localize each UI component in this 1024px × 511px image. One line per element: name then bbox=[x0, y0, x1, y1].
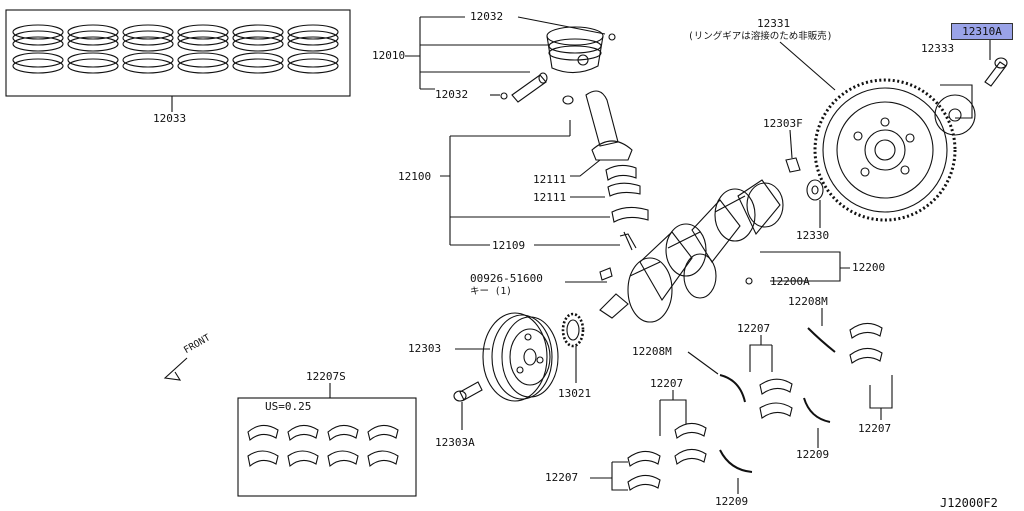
woodruff-key bbox=[599, 267, 613, 281]
leader-12303f bbox=[789, 129, 793, 159]
leader-12207-b bbox=[749, 335, 773, 372]
main-bearings bbox=[627, 322, 883, 491]
reinforcement-plate bbox=[934, 94, 976, 136]
label-us-note: US=0.25 bbox=[265, 400, 312, 413]
label-12333: 12333 bbox=[921, 42, 955, 55]
label-12310a-highlighted[interactable]: 12310A bbox=[951, 23, 1013, 40]
plug-12200a bbox=[745, 277, 753, 285]
label-12207-b: 12207 bbox=[737, 322, 771, 335]
label-13021: 13021 bbox=[558, 387, 592, 400]
leader-12200 bbox=[760, 251, 850, 282]
leader-12207-a bbox=[590, 461, 628, 491]
label-12209-b: 12209 bbox=[796, 448, 830, 461]
crankshaft bbox=[599, 179, 784, 323]
pilot-bushing bbox=[806, 179, 824, 201]
label-12303a: 12303A bbox=[435, 436, 475, 449]
label-12207-c: 12207 bbox=[650, 377, 684, 390]
piston-pin bbox=[500, 72, 548, 103]
crank-pulley bbox=[482, 312, 559, 402]
leader-12100 bbox=[440, 120, 620, 246]
dowel-pin bbox=[785, 157, 801, 173]
connecting-rod bbox=[562, 90, 649, 251]
label-12207-a: 12207 bbox=[545, 471, 579, 484]
leader-12032-top bbox=[517, 16, 606, 35]
crank-pulley-bolt bbox=[453, 381, 483, 402]
label-12208m-right: 12208M bbox=[788, 295, 828, 308]
front-arrow bbox=[163, 357, 188, 381]
flywheel bbox=[813, 78, 957, 222]
label-12330: 12330 bbox=[796, 229, 830, 242]
label-12109: 12109 bbox=[492, 239, 526, 252]
leader-12010 bbox=[405, 16, 550, 90]
flywheel-bolt bbox=[984, 57, 1008, 87]
piston bbox=[546, 26, 616, 74]
label-12208m-left: 12208M bbox=[632, 345, 672, 358]
label-12111-b: 12111 bbox=[533, 191, 567, 204]
label-12207s: 12207S bbox=[306, 370, 346, 383]
bearing-set-box bbox=[237, 397, 417, 497]
label-key-note: キー (1) bbox=[470, 286, 512, 297]
label-12033: 12033 bbox=[153, 112, 187, 125]
label-12010: 12010 bbox=[372, 49, 406, 62]
diagram-id: J12000F2 bbox=[940, 496, 998, 510]
leader-12331 bbox=[779, 41, 836, 91]
bearing-set bbox=[247, 424, 399, 468]
leader-12207-c bbox=[659, 390, 687, 436]
label-12111-a: 12111 bbox=[533, 173, 567, 186]
label-12200: 12200 bbox=[852, 261, 886, 274]
crank-sprocket bbox=[561, 312, 585, 348]
label-12209-a: 12209 bbox=[715, 495, 749, 508]
label-12303f: 12303F bbox=[763, 117, 803, 130]
label-12032-top: 12032 bbox=[470, 10, 504, 23]
label-12100: 12100 bbox=[398, 170, 432, 183]
label-12207-d: 12207 bbox=[858, 422, 892, 435]
label-00926-51600: 00926-51600 bbox=[470, 272, 543, 285]
leader-12207-d bbox=[869, 375, 893, 420]
piston-rings bbox=[12, 24, 339, 74]
label-12303: 12303 bbox=[408, 342, 442, 355]
leader-12333 bbox=[940, 84, 973, 119]
piston-ring-set-box bbox=[5, 9, 351, 97]
leader-12208m-left bbox=[687, 351, 719, 375]
label-12331: 12331 bbox=[757, 17, 791, 30]
label-12331-note: (リングギアは溶接のため非販売) bbox=[688, 31, 833, 42]
label-12032-bottom: 12032 bbox=[435, 88, 469, 101]
label-12200a: 12200A bbox=[770, 275, 810, 288]
